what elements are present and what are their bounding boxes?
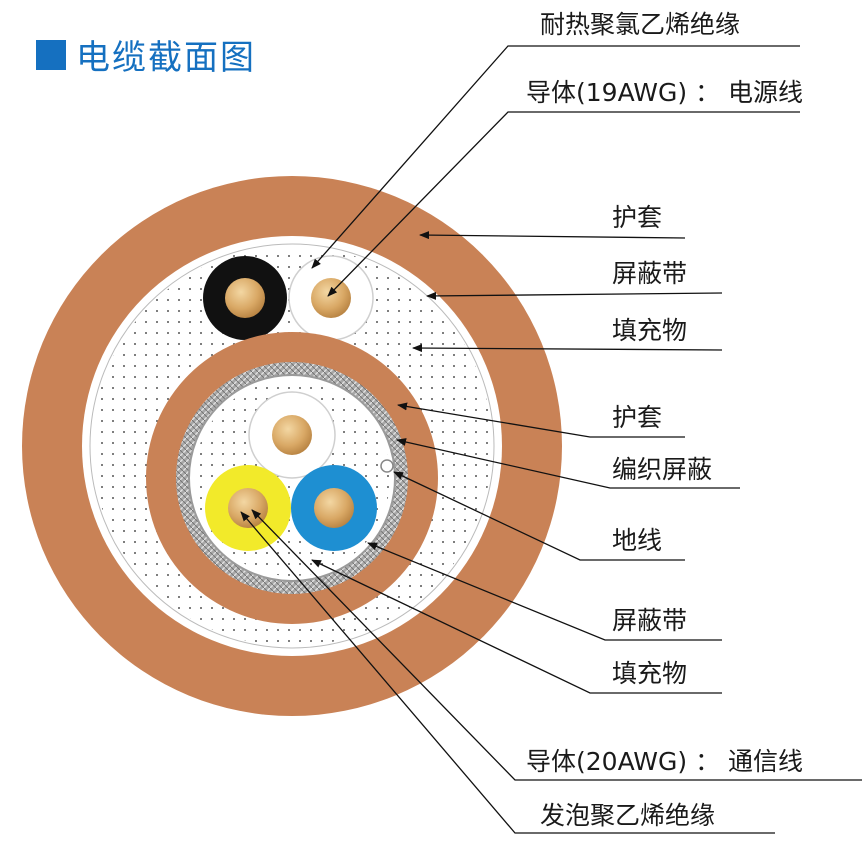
label-inner-shield-tape: 屏蔽带: [612, 606, 688, 635]
label-outer-filler: 填充物: [612, 316, 688, 345]
label-inner-sheath: 护套: [612, 403, 663, 432]
title-square-icon: [36, 39, 66, 70]
label-heat-pvc-insulation: 耐热聚氯乙烯绝缘: [540, 10, 741, 39]
label-conductor-19awg: 导体(19AWG) ： 电源线: [526, 78, 804, 107]
power-core-white: [288, 255, 374, 341]
signal-core-yellow: [205, 465, 291, 551]
label-conductor-20awg: 导体(20AWG) ： 通信线: [526, 747, 804, 776]
power-core-black: [203, 256, 287, 340]
label-inner-filler: 填充物: [612, 659, 688, 688]
label-braid-shield: 编织屏蔽: [612, 455, 713, 484]
leader-lines: [240, 45, 862, 834]
signal-core-blue: [291, 465, 377, 551]
diagram-title: 电缆截面图: [36, 30, 256, 79]
label-outer-shield-tape: 屏蔽带: [612, 259, 688, 288]
label-outer-sheath: 护套: [612, 203, 663, 232]
ground-wire: [380, 459, 394, 473]
signal-core-white: [248, 391, 336, 479]
label-foam-pe-insulation: 发泡聚乙烯绝缘: [540, 801, 716, 830]
label-ground-wire: 地线: [612, 526, 663, 555]
title-text: 电缆截面图: [76, 38, 256, 78]
